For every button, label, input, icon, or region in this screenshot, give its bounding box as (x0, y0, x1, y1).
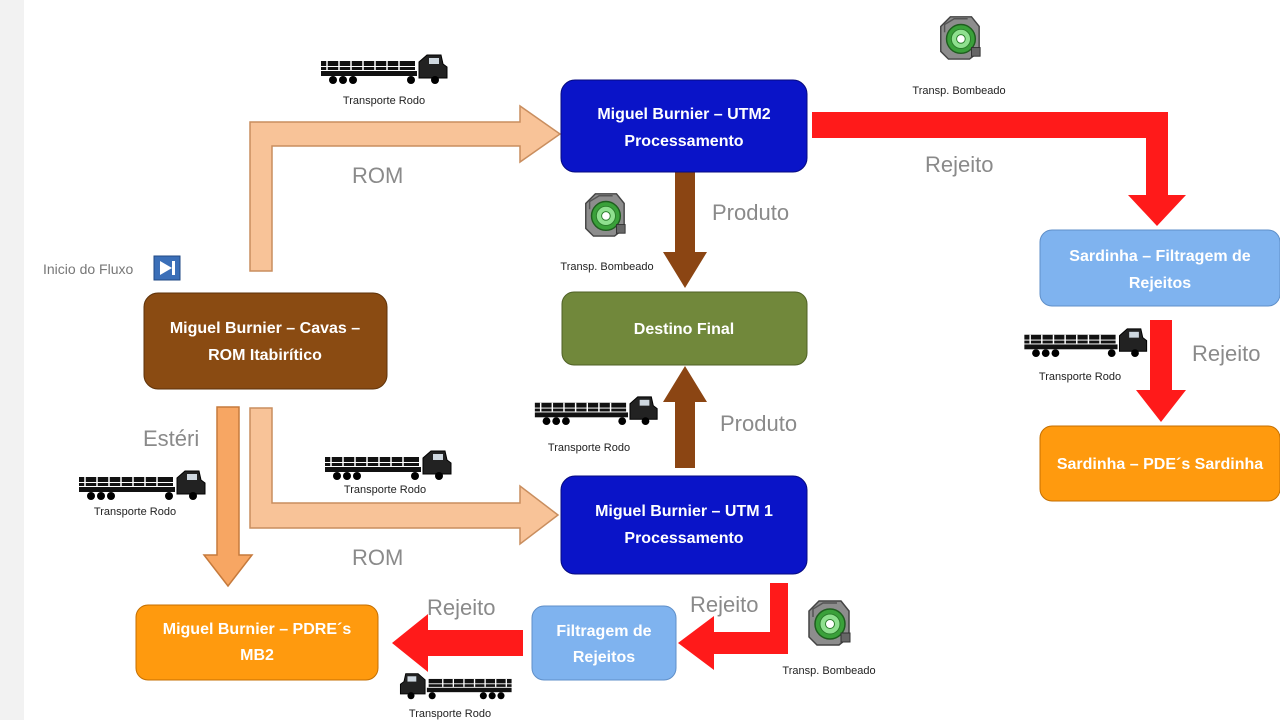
truck-icon (320, 54, 448, 85)
rom-arrow-to-utm1 (249, 407, 560, 546)
pump-icon (585, 193, 626, 237)
node-utm2-line-1: Miguel Burnier – UTM2 (597, 106, 770, 123)
truck-icon (324, 450, 452, 481)
node-filtragem-line-2: Rejeitos (573, 649, 635, 666)
rom-arrow-to-utm2 (249, 104, 562, 272)
transport-label-rodo-middle: Transporte Rodo (548, 442, 630, 454)
produto-arrow-down (663, 158, 707, 288)
label-rejeito-sardinha: Rejeito (1192, 341, 1260, 366)
node-cavas: Miguel Burnier – Cavas – ROM Itabirítico (143, 292, 388, 390)
node-utm2: Miguel Burnier – UTM2 Processamento (560, 79, 808, 173)
node-pdre-line-1: Miguel Burnier – PDRE´s (163, 621, 352, 638)
node-pdre-line-2: MB2 (240, 647, 274, 664)
transport-label-rodo-utm1: Transporte Rodo (344, 484, 426, 496)
node-cavas-line-2: ROM Itabirítico (208, 347, 322, 364)
label-rejeito-utm2: Rejeito (925, 152, 993, 177)
page-edge-shadow (0, 0, 24, 720)
esteril-arrow (202, 406, 254, 588)
transport-label-bomb-bottom: Transp. Bombeado (782, 665, 875, 677)
label-rom-bottom: ROM (352, 545, 403, 570)
node-utm1-line-1: Miguel Burnier – UTM 1 (595, 503, 773, 520)
node-sardinha-filtragem-line-2: Rejeitos (1129, 275, 1191, 292)
transport-label-rodo-sardinha: Transporte Rodo (1039, 371, 1121, 383)
transport-label-rodo-left: Transporte Rodo (94, 506, 176, 518)
rejeito-arrow-to-filtragem (678, 583, 788, 670)
node-sardinha-pde: Sardinha – PDE´s Sardinha (1039, 425, 1280, 502)
transport-label-rodo-bottom: Transporte Rodo (409, 708, 491, 720)
pump-icon (940, 16, 981, 60)
node-filtragem-line-1: Filtragem de (556, 623, 651, 640)
node-sardinha-pde-line-1: Sardinha – PDE´s Sardinha (1057, 456, 1263, 473)
label-rejeito-utm1: Rejeito (690, 592, 758, 617)
produto-arrow-up (663, 366, 707, 468)
start-label: Inicio do Fluxo (43, 261, 133, 277)
node-sardinha-filtragem-line-1: Sardinha – Filtragem de (1069, 248, 1250, 265)
transport-label-bomb-top: Transp. Bombeado (912, 85, 1005, 97)
label-produto-bottom: Produto (720, 411, 797, 436)
play-next-icon[interactable] (153, 255, 181, 281)
truck-icon (78, 470, 206, 501)
label-esteril: Estéri (143, 426, 199, 451)
truck-icon (1023, 328, 1148, 358)
rejeito-arrow-to-sardinha-pde (1136, 320, 1186, 422)
node-destino: Destino Final (561, 291, 808, 366)
truck-icon (534, 396, 658, 426)
pump-icon (808, 600, 851, 646)
transport-label-bomb-middle: Transp. Bombeado (560, 261, 653, 273)
node-pdre: Miguel Burnier – PDRE´s MB2 (135, 604, 379, 681)
node-filtragem: Filtragem de Rejeitos (531, 605, 677, 681)
transport-label-rodo-top: Transporte Rodo (343, 95, 425, 107)
node-sardinha-filtragem: Sardinha – Filtragem de Rejeitos (1039, 229, 1280, 307)
node-utm2-line-2: Processamento (624, 133, 743, 150)
label-produto-top: Produto (712, 200, 789, 225)
rejeito-arrow-to-pdre (392, 614, 523, 672)
node-utm1: Miguel Burnier – UTM 1 Processamento (560, 475, 808, 575)
rejeito-arrow-to-sardinha-filtragem (812, 112, 1186, 226)
node-cavas-line-1: Miguel Burnier – Cavas – (170, 320, 360, 337)
label-rejeito-filtragem: Rejeito (427, 595, 495, 620)
truck-icon (399, 672, 513, 700)
label-rom-top: ROM (352, 163, 403, 188)
node-utm1-line-2: Processamento (624, 530, 743, 547)
node-destino-line-1: Destino Final (634, 321, 734, 338)
